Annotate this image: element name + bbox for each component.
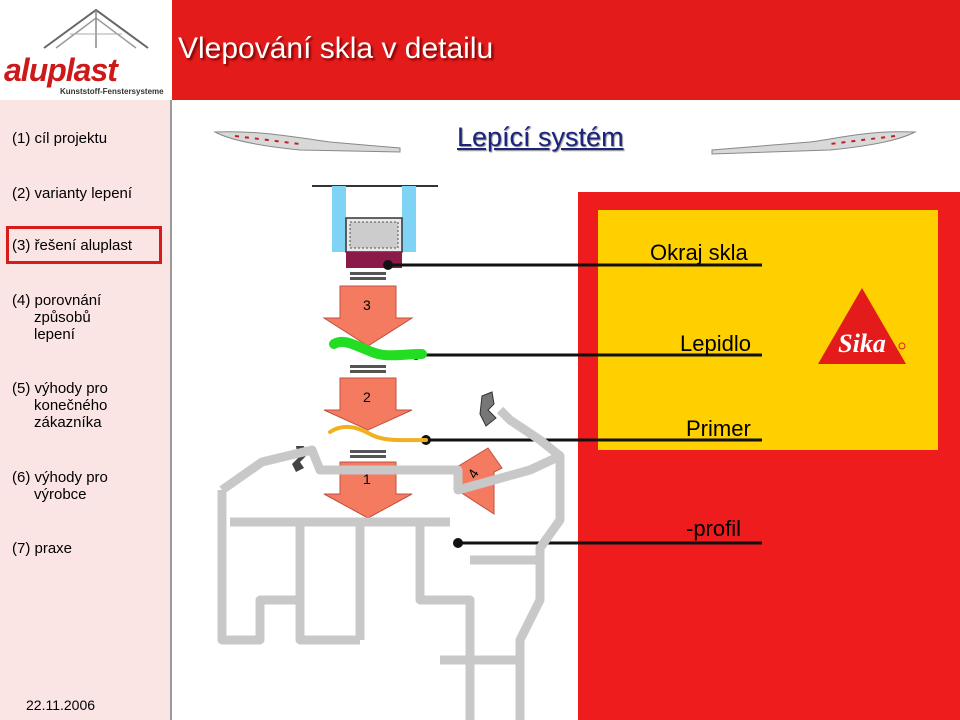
page-title: Vlepování skla v detailu	[178, 32, 494, 65]
step-number-3: 3	[363, 297, 371, 313]
primer-line	[328, 425, 428, 443]
left-swoosh-decoration	[213, 131, 401, 153]
adhesive-bead	[329, 336, 427, 361]
right-swoosh-decoration	[711, 131, 917, 155]
pvc-profile	[217, 406, 565, 720]
sika-logo: Sika	[818, 288, 906, 364]
sika-triangle-icon: Sika	[818, 288, 906, 364]
gasket-right-icon	[479, 391, 497, 427]
label-profil: -profil	[686, 516, 742, 541]
slide-date: 22.11.2006	[26, 697, 96, 713]
brand-logo-subtitle: Kunststoff-Fenstersysteme	[60, 87, 164, 96]
sidebar-item-varianty-lepeni[interactable]: (2) varianty lepení	[12, 185, 133, 202]
sidebar-item-vyhody-zakaznik[interactable]: (5) výhody pro konečného zákazníka	[12, 380, 108, 431]
sidebar-item-reseni-aluplast[interactable]: (3) řešení aluplast	[12, 237, 133, 254]
step-arrow-3	[322, 285, 414, 347]
sidebar-active-highlight	[6, 226, 162, 264]
label-primer: Primer	[686, 416, 751, 441]
sidebar-item-cil-projektu[interactable]: (1) cíl projektu	[12, 130, 108, 147]
sidebar-item-vyhody-vyrobce[interactable]: (6) výhody pro výrobce	[12, 469, 108, 503]
sidebar-item-praxe[interactable]: (7) praxe	[12, 540, 73, 557]
sidebar-item-porovnani[interactable]: (4) porovnání způsobů lepení	[12, 292, 102, 343]
separator-bars	[350, 272, 386, 458]
step-number-1: 1	[363, 471, 371, 487]
logo-area: aluplast Kunststoff-Fenstersysteme	[0, 0, 170, 100]
step-arrow-2	[323, 377, 413, 431]
section-subtitle: Lepící systém	[457, 122, 624, 152]
house-logo-icon	[43, 8, 149, 49]
title-bar	[172, 0, 960, 100]
label-lepidlo: Lepidlo	[680, 331, 751, 356]
leader-lines	[388, 263, 762, 545]
glass-unit	[312, 185, 438, 268]
brand-logo-text: aluplast	[4, 52, 118, 88]
sika-logo-text: Sika	[838, 329, 886, 358]
step-number-2: 2	[363, 389, 371, 405]
label-okraj-skla: Okraj skla	[650, 240, 748, 265]
sidebar	[0, 100, 172, 720]
